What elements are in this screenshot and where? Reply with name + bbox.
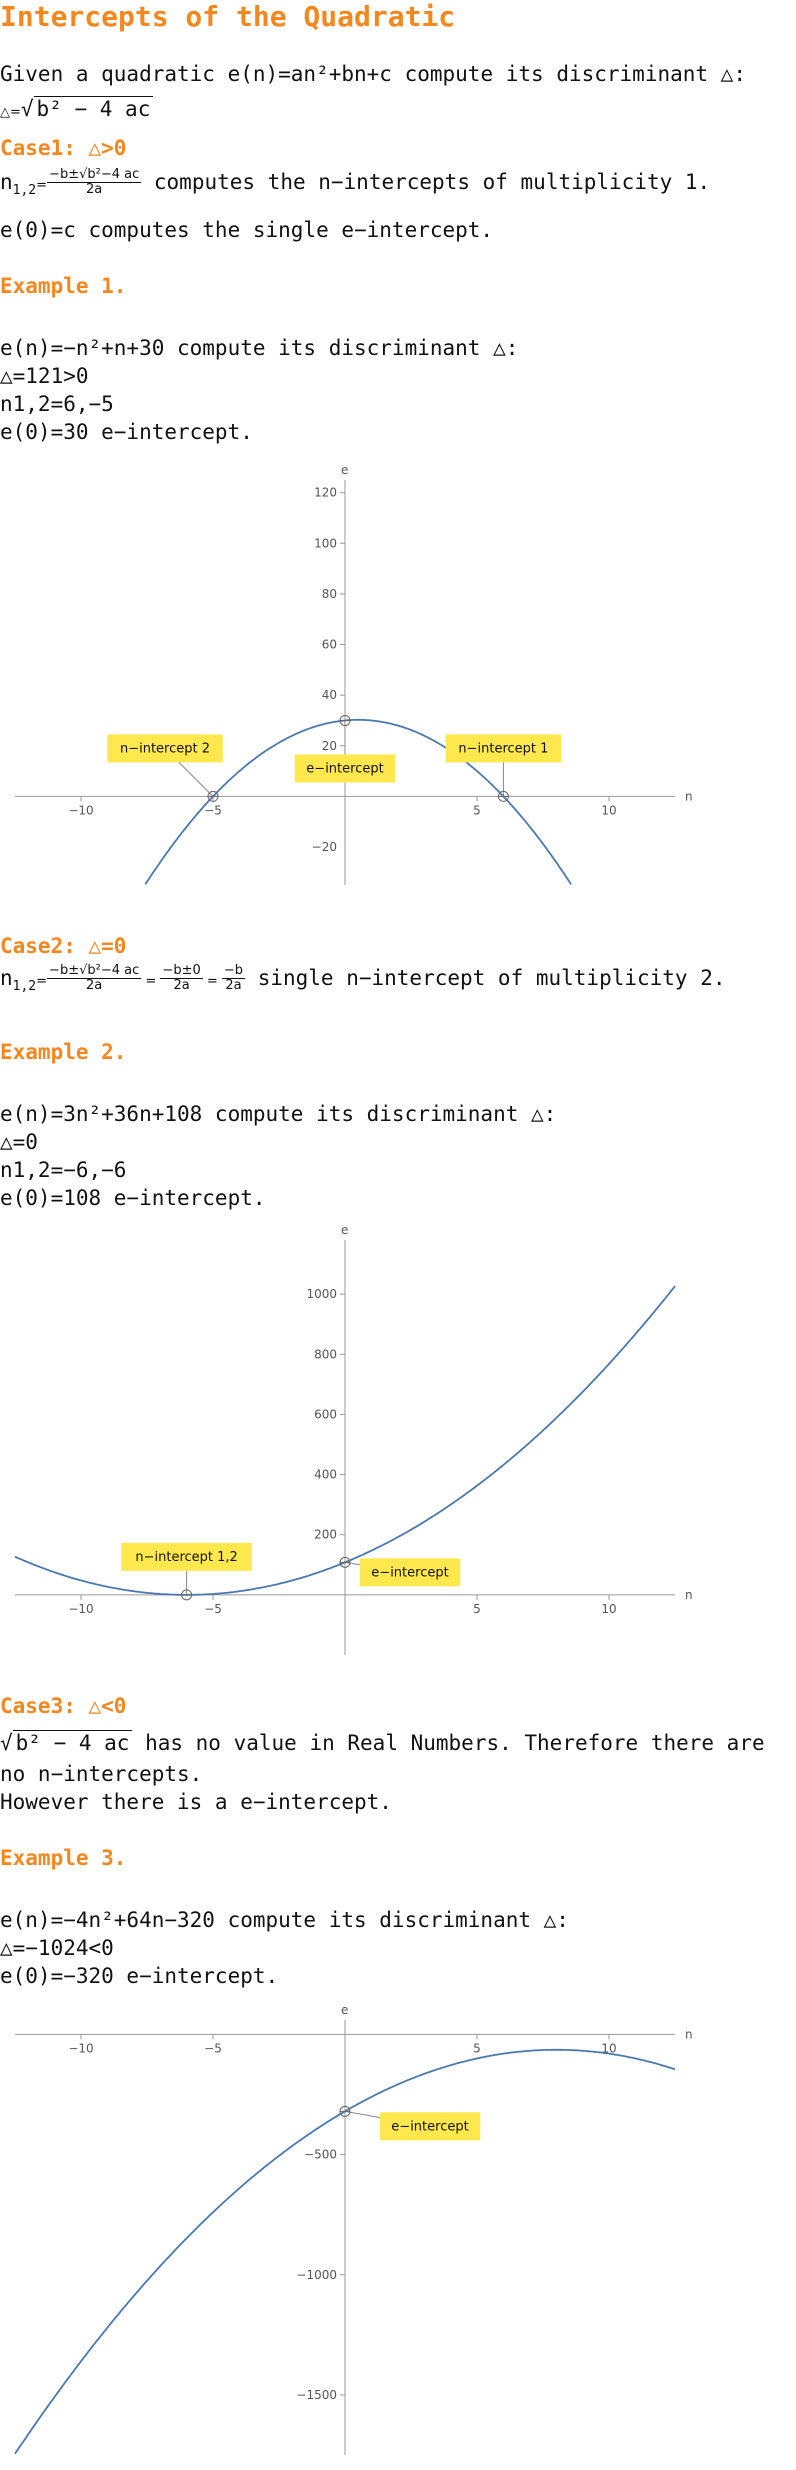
example1-eq: e(n)=−n²+n+30 compute its discriminant △… — [0, 336, 519, 360]
example2-eint: e(0)=108 e−intercept. — [0, 1186, 266, 1210]
case2-lhs: n — [0, 965, 13, 990]
disc-label: △= — [0, 105, 21, 120]
page-title: Intercepts of the Quadratic — [0, 0, 456, 33]
intro-suffix: compute its discriminant △: — [391, 62, 746, 86]
annotation-label: n−intercept 2 — [120, 741, 210, 756]
case1-text: computes the n−intercepts of multiplicit… — [141, 169, 711, 194]
example1-eint: e(0)=30 e−intercept. — [0, 420, 253, 444]
y-tick-label: 600 — [314, 1407, 337, 1421]
case2-title: Case2: △=0 — [0, 934, 127, 958]
case1-lhs: n — [0, 169, 13, 194]
y-tick-label: 1000 — [306, 1287, 337, 1301]
y-tick-label: 200 — [314, 1528, 337, 1542]
case1-sub: 1,2 — [12, 182, 37, 198]
case1-title: Case1: △>0 — [0, 136, 127, 160]
x-tick-label: 5 — [473, 803, 481, 817]
y-tick-label: 80 — [322, 587, 337, 601]
intro-function: e(n)=an²+bn+c — [227, 62, 392, 86]
x-tick-label: −5 — [204, 2041, 222, 2055]
case1-num: −b±√b²−4 ac — [47, 167, 142, 184]
case3-line3: However there is a e−intercept. — [0, 1790, 392, 1814]
case1-line2: e(0)=c computes the single e−intercept. — [0, 218, 494, 242]
y-tick-label: −500 — [304, 2148, 337, 2162]
example2-roots: n1,2=−6,−6 — [0, 1158, 127, 1182]
case2-num3: −b — [221, 963, 246, 980]
y-tick-label: 20 — [322, 739, 337, 753]
example3-eint: e(0)=−320 e−intercept. — [0, 1964, 279, 1988]
y-axis-label: e — [341, 463, 348, 477]
example1-title: Example 1. — [0, 274, 127, 298]
case2-den3: 2a — [225, 978, 242, 994]
case3-line2: no n−intercepts. — [0, 1762, 203, 1786]
example3-chart: n e −10 −5 5 10 −500 −1000 −1500 e−intercept — [14, 2003, 693, 2455]
case2-den1: 2a — [86, 978, 103, 994]
case2-den2: 2a — [173, 978, 190, 994]
disc-expr: b² − 4 ac — [33, 96, 154, 121]
annotation-box — [107, 734, 223, 763]
x-axis-label: n — [685, 2027, 693, 2041]
intro-prefix: Given a quadratic — [0, 62, 228, 86]
x-tick-label: 10 — [601, 803, 616, 817]
example2-disc: △=0 — [0, 1130, 38, 1154]
x-tick-label: 10 — [601, 1602, 616, 1616]
case3-text: has no value in Real Numbers. Therefore … — [132, 1731, 765, 1755]
y-axis-label: e — [341, 1223, 348, 1237]
case2-num1: −b±√b²−4 ac — [47, 963, 142, 980]
x-tick-label: −10 — [68, 2041, 93, 2055]
y-tick-label: 100 — [314, 536, 337, 550]
y-axis-label: e — [341, 2003, 348, 2017]
annotation-box — [379, 2112, 481, 2141]
disc-formula: △=√b² − 4 ac — [0, 96, 154, 121]
case3-disc-expr: b² − 4 ac — [12, 1730, 133, 1755]
example3-title: Example 3. — [0, 1846, 127, 1870]
y-tick-label: −1500 — [296, 2388, 337, 2402]
x-axis-label: n — [685, 789, 693, 803]
x-axis-label: n — [685, 1588, 693, 1602]
annotation-box — [294, 754, 396, 783]
x-tick-label: −10 — [68, 803, 93, 817]
y-tick-label: 400 — [314, 1468, 337, 1482]
example1-roots: n1,2=6,−5 — [0, 392, 114, 416]
case2-text: single n−intercept of multiplicity 2. — [245, 965, 726, 990]
annotation-box — [445, 734, 562, 763]
y-tick-label: −1000 — [296, 2268, 337, 2282]
annotation-label: e−intercept — [306, 761, 383, 776]
example2-chart: n e −10 −5 5 10 200 400 600 800 1000 n−intercept 1,… — [14, 1223, 693, 1655]
example3-disc: △=−1024<0 — [0, 1936, 114, 1960]
example3-eq: e(n)=−4n²+64n−320 compute its discrimina… — [0, 1908, 569, 1932]
example2-title: Example 2. — [0, 1040, 127, 1064]
x-tick-label: −5 — [204, 1602, 222, 1616]
example2-eq: e(n)=3n²+36n+108 compute its discriminan… — [0, 1102, 557, 1126]
annotation-label: n−intercept 1 — [458, 741, 548, 756]
y-tick-label-neg: −20 — [312, 840, 337, 854]
x-tick-label: 5 — [473, 1602, 481, 1616]
annotation-box — [121, 1542, 252, 1571]
case3-line1: √b² − 4 ac has no value in Real Numbers.… — [0, 1730, 765, 1755]
y-tick-label: 120 — [314, 486, 337, 500]
x-tick-label: 10 — [601, 2041, 616, 2055]
annotation-label: e−intercept — [371, 1565, 448, 1580]
y-tick-label: 60 — [322, 638, 337, 652]
x-tick-label: −5 — [204, 803, 222, 817]
example1-disc: △=121>0 — [0, 364, 89, 388]
case2-sub: 1,2 — [12, 978, 37, 994]
x-tick-label: −10 — [68, 1602, 93, 1616]
y-tick-label: 40 — [322, 688, 337, 702]
example1-chart: n e −10 −5 5 10 20 40 60 80 100 120 −20 n−intercept 2… — [15, 463, 693, 885]
annotation-label: e−intercept — [391, 2119, 468, 2134]
intro-line: Given a quadratic e(n)=an²+bn+c compute … — [0, 62, 746, 86]
x-tick-label: 5 — [473, 2041, 481, 2055]
annotation-label: n−intercept 1,2 — [135, 1550, 237, 1565]
annotation-box — [359, 1558, 461, 1587]
case3-title: Case3: △<0 — [0, 1694, 127, 1718]
case2-num2: −b±0 — [160, 963, 203, 980]
case1-den: 2a — [86, 182, 103, 198]
y-tick-label: 800 — [314, 1347, 337, 1361]
